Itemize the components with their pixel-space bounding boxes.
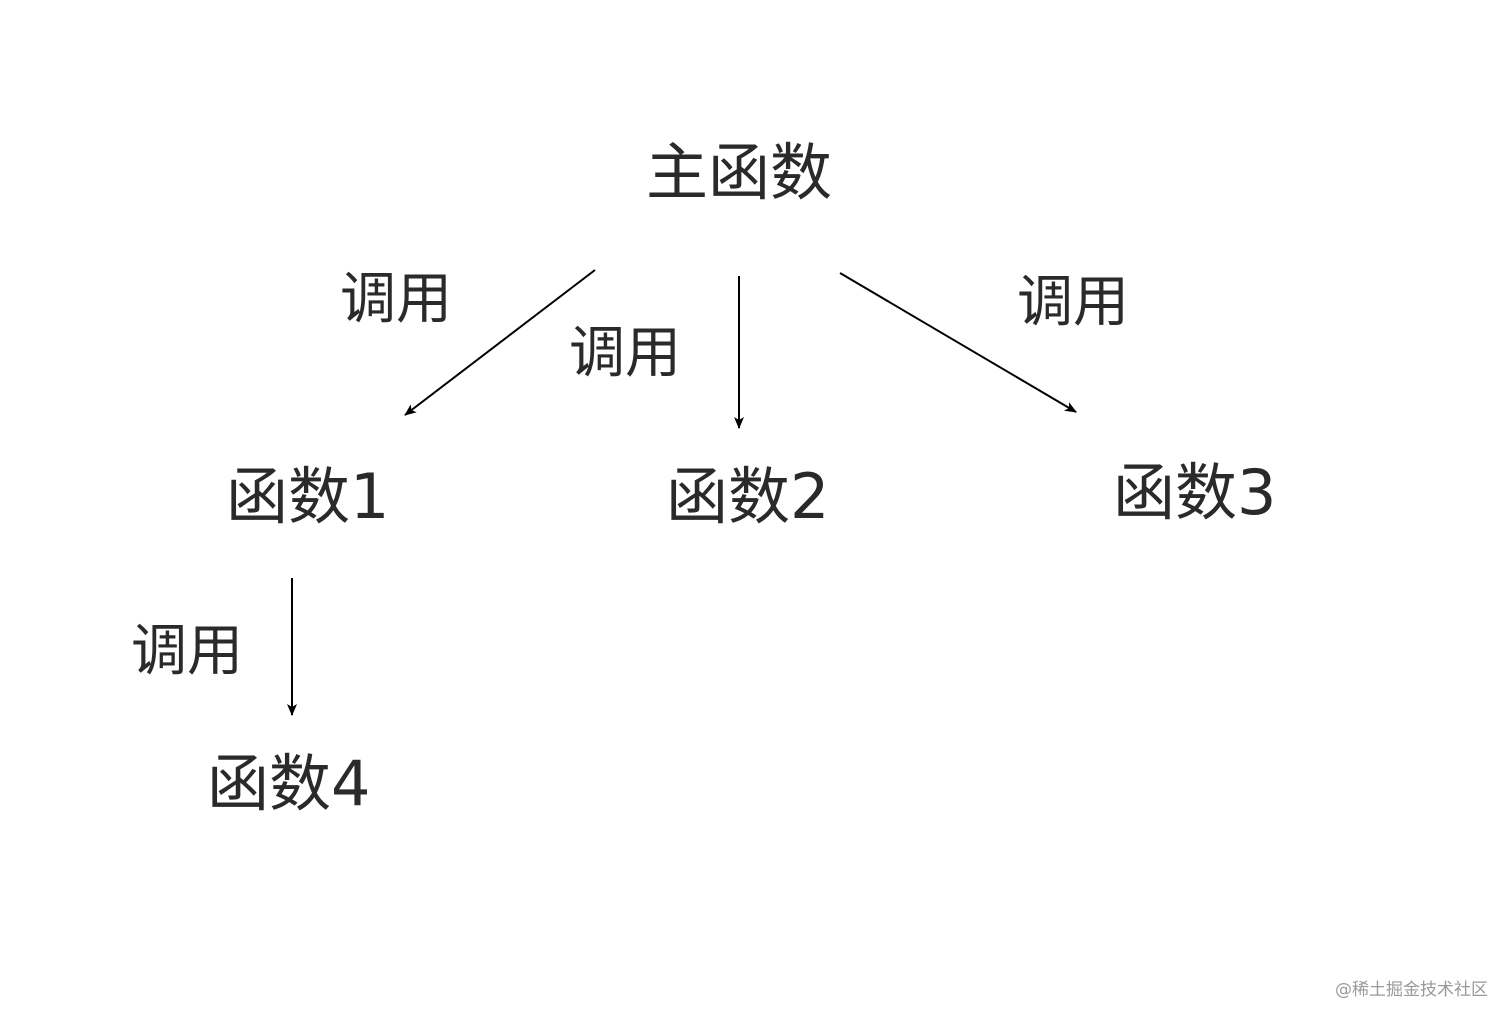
- watermark-text: @稀土掘金技术社区: [1335, 980, 1488, 1000]
- edge-label-f1-to-f4: 调用: [131, 619, 243, 684]
- edge-label-main-to-f1: 调用: [340, 267, 452, 332]
- node-function-3: 函数3: [1113, 456, 1277, 529]
- node-function-1: 函数1: [226, 460, 390, 533]
- edge-label-main-to-f3: 调用: [1017, 270, 1129, 335]
- arrow-main-to-f1: [404, 269, 596, 416]
- arrow-main-to-f3: [839, 272, 1077, 413]
- edge-label-main-to-f2: 调用: [569, 321, 681, 386]
- node-function-4: 函数4: [207, 747, 371, 820]
- node-main-function: 主函数: [646, 136, 833, 209]
- node-function-2: 函数2: [666, 460, 830, 533]
